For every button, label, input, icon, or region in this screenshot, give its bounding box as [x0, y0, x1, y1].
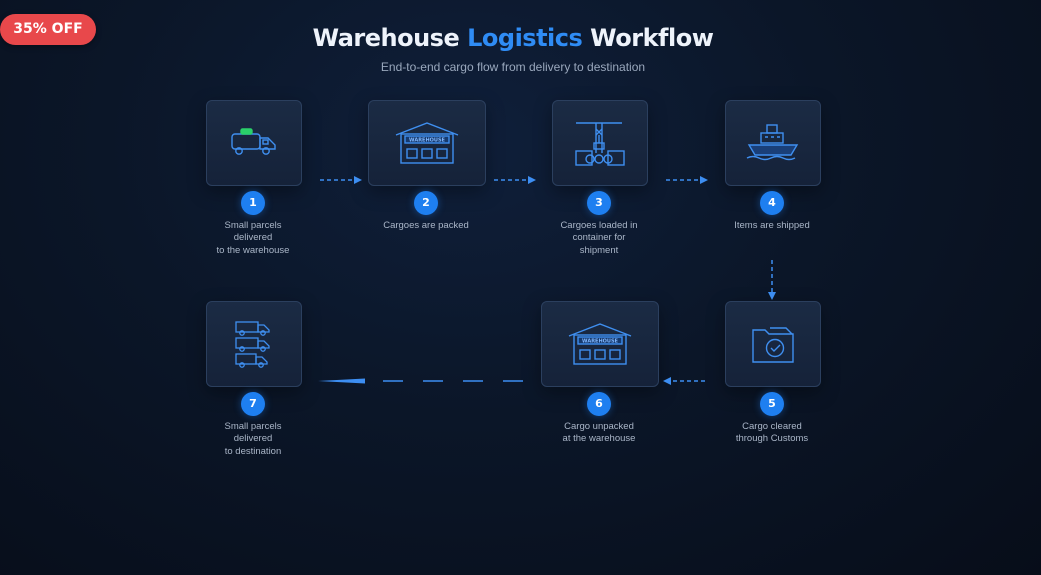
truck-fleet-icon	[235, 321, 270, 368]
step-6-card: WAREHOUSE	[541, 301, 659, 387]
step-2-label: Cargoes are packed	[383, 220, 469, 231]
page-title: Warehouse Logistics Workflow	[0, 24, 1026, 52]
step-1-number: 1	[241, 191, 265, 215]
step-5-number: 5	[760, 392, 784, 416]
step-5-label: Cargo cleared through Customs	[735, 421, 809, 445]
step-2-number: 2	[414, 191, 438, 215]
cargo-ship-icon	[746, 124, 799, 161]
title-part-2: Logistics	[467, 24, 583, 52]
arrow-5-to-6	[663, 377, 705, 385]
arrow-1-to-2	[320, 176, 362, 184]
discount-badge[interactable]: 35% OFF	[0, 14, 96, 45]
step-3-number: 3	[587, 191, 611, 215]
warehouse-sign-text: WAREHOUSE	[409, 138, 446, 144]
step-7-label: Small parcels delivered to destination	[224, 421, 282, 457]
warehouse-sign-text: WAREHOUSE	[582, 339, 619, 345]
delivery-truck-icon	[231, 128, 276, 155]
customs-folder-check-icon	[752, 327, 794, 363]
step-3-card	[552, 100, 648, 186]
step-5-card	[725, 301, 821, 387]
warehouse-icon: WAREHOUSE	[568, 323, 632, 365]
title-part-3: Workflow	[590, 24, 714, 52]
step-6-number: 6	[587, 392, 611, 416]
arrow-2-to-3	[494, 176, 536, 184]
title-part-1: Warehouse	[312, 24, 460, 52]
step-4-number: 4	[760, 191, 784, 215]
step-6-label: Cargo unpacked at the warehouse	[562, 421, 636, 445]
step-1-card	[206, 100, 302, 186]
step-2-card: WAREHOUSE	[368, 100, 486, 186]
step-3-label: Cargoes loaded in container for shipment	[560, 220, 638, 256]
arrow-4-to-5	[768, 260, 776, 300]
step-4-card	[725, 100, 821, 186]
step-7-card	[206, 301, 302, 387]
container-crane-icon	[575, 122, 625, 166]
step-4-label: Items are shipped	[734, 220, 810, 231]
step-7-number: 7	[241, 392, 265, 416]
warehouse-icon: WAREHOUSE	[395, 122, 459, 164]
arrow-3-to-4	[666, 176, 708, 184]
page-subtitle: End-to-end cargo flow from delivery to d…	[380, 60, 646, 74]
arrow-6-to-7	[318, 378, 523, 384]
step-1-label: Small parcels delivered to the warehouse	[216, 220, 290, 256]
